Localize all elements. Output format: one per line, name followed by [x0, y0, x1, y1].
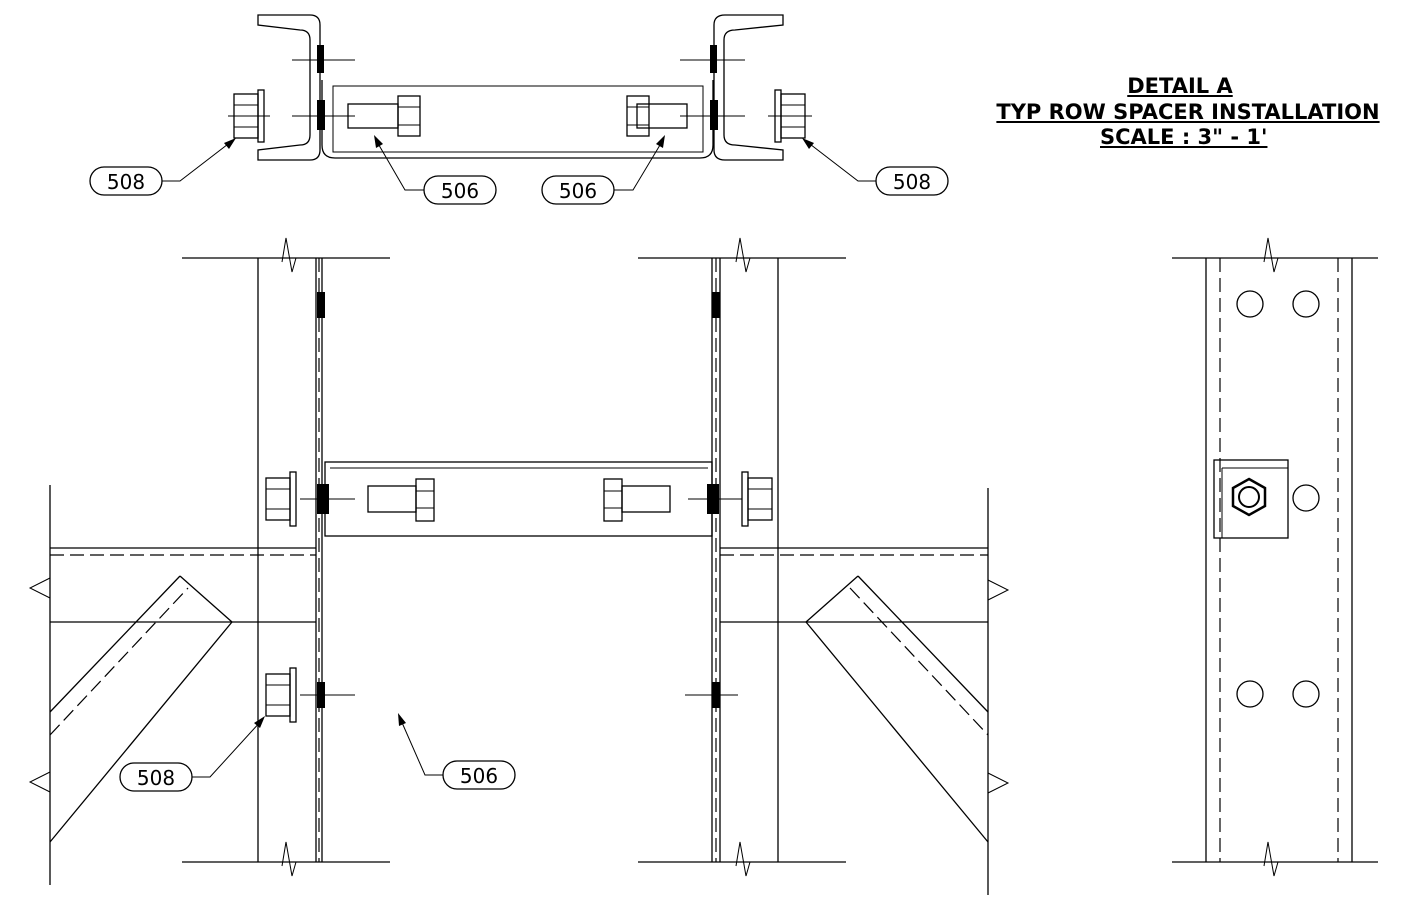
gasket: [317, 45, 324, 73]
gasket: [710, 45, 717, 73]
side-view: [1172, 237, 1378, 877]
bolt-head-right-plan: [768, 89, 812, 143]
detail-title: DETAIL A: [1127, 74, 1233, 98]
callout-508-front: 508: [119, 716, 265, 792]
left-column-channel-plan: [257, 14, 321, 161]
spacer-bolt-right-plan: [626, 95, 688, 137]
bolt-head-left-plan: [228, 89, 270, 143]
svg-text:508: 508: [893, 170, 931, 194]
detail-subtitle: TYP ROW SPACER INSTALLATION: [996, 100, 1380, 124]
spacer-plate-side: [1213, 459, 1289, 539]
row-spacer-elevation: [300, 461, 742, 537]
left-column-elevation: [182, 237, 390, 877]
callout-506-front: 506: [398, 713, 516, 790]
gasket: [710, 100, 718, 130]
row-spacer-inner-plan: [332, 85, 704, 153]
svg-text:508: 508: [107, 170, 145, 194]
bolt-head-right-upper: [741, 471, 773, 527]
row-spacer-plan: [321, 80, 714, 159]
front-elevation: 508 506: [28, 237, 1010, 895]
svg-text:508: 508: [137, 766, 175, 790]
spacer-bolt-left-plan: [347, 95, 421, 137]
callout-508-top-right: 508: [802, 138, 949, 196]
left-beam-elevation: [28, 485, 316, 885]
bolt-head-left-upper: [265, 471, 297, 527]
right-column-channel-plan: [713, 14, 784, 161]
right-column-elevation: [638, 237, 846, 877]
bolt-head-left-lower: [265, 667, 297, 723]
callout-506-top-left: 506: [374, 135, 497, 205]
callout-506-top-right: 506: [541, 135, 665, 205]
svg-text:506: 506: [441, 179, 479, 203]
svg-text:506: 506: [460, 764, 498, 788]
callout-508-top-left: 508: [89, 138, 236, 196]
svg-text:506: 506: [559, 179, 597, 203]
plan-view: 508 506 506 508: [89, 14, 949, 205]
detail-scale: SCALE : 3" - 1': [1100, 125, 1268, 149]
right-beam-elevation: [720, 488, 1010, 895]
gasket: [317, 100, 325, 130]
